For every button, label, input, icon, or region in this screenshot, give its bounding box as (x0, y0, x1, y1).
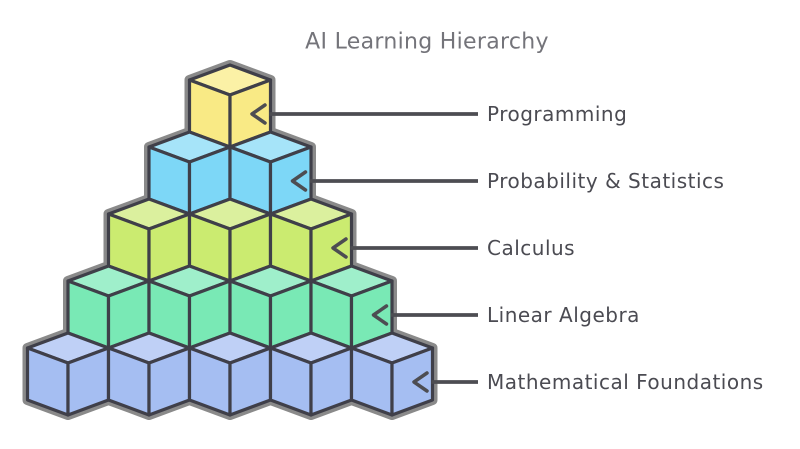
arrowhead-icon-3 (331, 237, 348, 259)
row-label-linear-algebra: Linear Algebra (487, 303, 640, 327)
arrowhead-icon-2 (290, 170, 308, 192)
connectors (250, 103, 478, 393)
arrowhead-icon-1 (250, 103, 267, 125)
pyramid-cubes (25, 63, 435, 417)
row-label-calculus: Calculus (487, 236, 575, 260)
row-label-probability-statistics: Probability & Statistics (487, 169, 724, 193)
row-label-mathematical-foundations: Mathematical Foundations (487, 370, 764, 394)
diagram-title: AI Learning Hierarchy (305, 30, 549, 55)
row-label-programming: Programming (487, 102, 627, 126)
arrowhead-icon-5 (412, 371, 429, 393)
arrowhead-icon-4 (371, 304, 389, 326)
